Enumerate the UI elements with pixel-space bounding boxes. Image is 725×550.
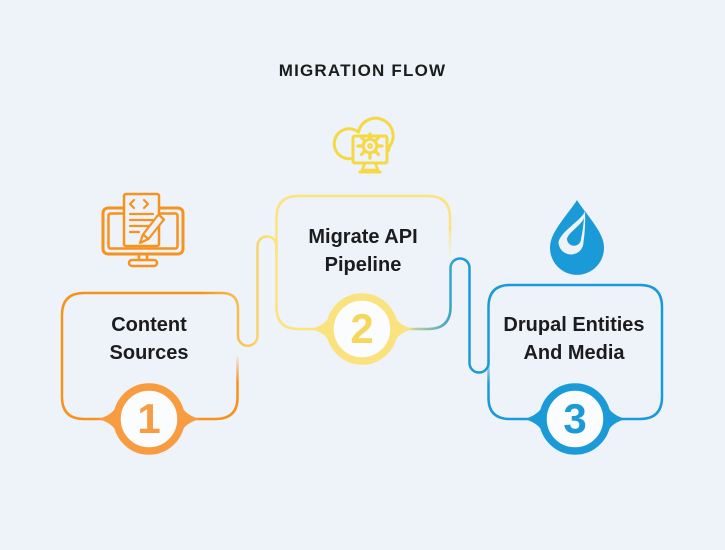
circle-3-ring bbox=[539, 383, 611, 455]
cloud-outline bbox=[332, 116, 395, 161]
step-circle-1 bbox=[98, 383, 200, 455]
circle-2-right-wing bbox=[394, 316, 413, 342]
step-circle-2 bbox=[311, 293, 413, 365]
step-3-label-line-1: Drupal Entities bbox=[503, 314, 645, 336]
drop-core bbox=[566, 218, 584, 246]
connector-1-to-2 bbox=[198, 235, 318, 347]
code-brackets-glyph bbox=[128, 198, 150, 210]
connector-2-to-3-and-box-3-outline bbox=[406, 257, 664, 421]
gear-glyph bbox=[356, 132, 384, 160]
step-2-number: 2 bbox=[350, 305, 374, 352]
page-title: MIGRATION FLOW bbox=[278, 61, 447, 80]
monitor-stand bbox=[360, 161, 380, 172]
circle-1-right-wing bbox=[181, 406, 200, 432]
step-2-label-line-2: Pipeline bbox=[324, 254, 402, 276]
step-1-label-line-1: Content bbox=[111, 314, 187, 336]
step-3-label-line-2: And Media bbox=[523, 342, 625, 364]
cloud-gear-monitor-icon bbox=[332, 116, 395, 174]
circle-3-left-wing bbox=[524, 406, 543, 432]
step-1-number: 1 bbox=[137, 395, 161, 442]
drupal-drop-icon bbox=[550, 200, 604, 275]
step-2-label-line-1: Migrate API bbox=[308, 226, 418, 248]
code-document-monitor-icon bbox=[101, 192, 185, 268]
step-1-label-line-2: Sources bbox=[109, 342, 189, 364]
box-2-outline bbox=[275, 194, 452, 254]
circle-3-right-wing bbox=[607, 406, 626, 432]
circle-1-ring bbox=[113, 383, 185, 455]
step-3-label: Drupal Entities And Media bbox=[479, 311, 669, 367]
circle-2-ring bbox=[326, 293, 398, 365]
step-2-label: Migrate API Pipeline bbox=[268, 223, 458, 279]
step-circle-3 bbox=[524, 383, 626, 455]
circle-1-left-wing bbox=[98, 406, 117, 432]
step-3-number: 3 bbox=[563, 395, 587, 442]
step-1-label: Content Sources bbox=[54, 311, 244, 367]
circle-2-left-wing bbox=[311, 316, 330, 342]
box-3-bottom-left-outline bbox=[487, 396, 538, 421]
document-text-lines bbox=[128, 212, 155, 234]
box-1-outline bbox=[60, 291, 239, 421]
